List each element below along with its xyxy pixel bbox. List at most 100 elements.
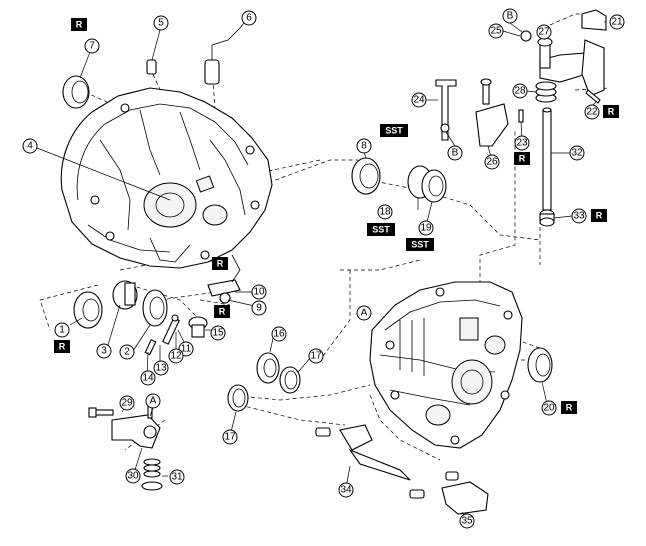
callout-31: 31 <box>169 469 185 485</box>
clip-9-10 <box>207 254 241 304</box>
callout-23: 23 <box>514 135 530 151</box>
svg-text:24: 24 <box>413 95 425 106</box>
svg-text:R: R <box>596 211 603 221</box>
seal-33 <box>539 209 555 227</box>
o-ring-17-a <box>279 366 301 394</box>
svg-text:16: 16 <box>273 329 285 340</box>
bracket-35 <box>409 471 489 515</box>
marker-b-mid: B <box>447 145 463 161</box>
spring-31 <box>141 458 163 491</box>
svg-text:R: R <box>519 154 526 164</box>
svg-text:4: 4 <box>27 141 33 152</box>
callout-3: 3 <box>96 343 112 359</box>
bearing-3 <box>112 280 138 310</box>
callout-33: 33 <box>571 208 587 224</box>
badge-sst-19: SST <box>406 238 434 251</box>
sensor-6 <box>204 27 241 85</box>
svg-text:19: 19 <box>420 223 432 234</box>
callout-7: 7 <box>84 38 100 54</box>
callout-4: 4 <box>22 138 38 154</box>
badge-r-1: R <box>54 340 70 353</box>
svg-text:2: 2 <box>124 347 130 358</box>
lever-30 <box>111 405 161 449</box>
svg-text:9: 9 <box>256 303 262 314</box>
marker-a-lever: A <box>145 393 161 409</box>
svg-text:A: A <box>150 396 157 407</box>
callout-34: 34 <box>338 482 354 498</box>
callout-24: 24 <box>411 92 427 108</box>
svg-text:21: 21 <box>611 17 623 28</box>
svg-text:29: 29 <box>121 398 133 409</box>
spring-28 <box>535 81 557 103</box>
svg-text:35: 35 <box>461 516 473 527</box>
callout-28: 28 <box>512 83 528 99</box>
callout-26: 26 <box>484 154 500 170</box>
shaft-parts-11-14 <box>144 314 180 356</box>
svg-text:R: R <box>217 259 224 269</box>
svg-text:SST: SST <box>385 126 403 136</box>
svg-text:25: 25 <box>490 26 502 37</box>
callout-10: 10 <box>251 284 267 300</box>
callout-12: 12 <box>168 348 184 364</box>
transaxle-case <box>369 281 523 449</box>
svg-text:6: 6 <box>246 13 252 24</box>
svg-text:SST: SST <box>411 240 429 250</box>
svg-text:7: 7 <box>89 41 95 52</box>
oil-seal-1 <box>73 291 103 329</box>
shift-lever-27 <box>537 37 605 97</box>
svg-text:27: 27 <box>538 27 550 38</box>
svg-text:B: B <box>507 11 514 22</box>
svg-text:22: 22 <box>586 107 598 118</box>
badge-r-20: R <box>561 401 577 414</box>
callout-14: 14 <box>140 370 156 386</box>
callout-30: 30 <box>125 468 141 484</box>
svg-text:R: R <box>219 307 226 317</box>
bolt-29 <box>88 407 114 418</box>
svg-text:12: 12 <box>170 351 182 362</box>
oil-seal-19 <box>421 169 447 203</box>
svg-text:34: 34 <box>340 485 352 496</box>
bolt-23 <box>518 109 524 123</box>
pin-22 <box>585 89 601 104</box>
svg-text:11: 11 <box>181 344 192 355</box>
svg-text:17: 17 <box>310 351 322 362</box>
callout-15: 15 <box>210 325 226 341</box>
svg-text:13: 13 <box>155 363 167 374</box>
svg-text:32: 32 <box>571 148 583 159</box>
callout-18: 18 <box>377 204 393 220</box>
nut-25 <box>520 30 532 42</box>
cover-21 <box>581 9 607 31</box>
callout-9: 9 <box>251 300 267 316</box>
svg-text:33: 33 <box>573 211 585 222</box>
o-ring-17-b <box>227 384 249 412</box>
svg-text:A: A <box>361 308 368 319</box>
badge-r-9: R <box>212 257 228 270</box>
bracket-26 <box>475 78 509 147</box>
svg-text:23: 23 <box>516 138 528 149</box>
marker-a-case: A <box>356 305 372 321</box>
oil-seal-8 <box>351 157 381 195</box>
svg-text:28: 28 <box>514 86 526 97</box>
svg-text:SST: SST <box>372 225 390 235</box>
svg-text:17: 17 <box>224 432 236 443</box>
callout-22: 22 <box>584 104 600 120</box>
callout-19: 19 <box>418 220 434 236</box>
callout-2: 2 <box>119 344 135 360</box>
callout-21: 21 <box>609 14 625 30</box>
badge-r-23: R <box>514 152 530 165</box>
callout-35: 35 <box>459 513 475 529</box>
oil-seal-16 <box>256 352 280 384</box>
svg-text:18: 18 <box>379 207 391 218</box>
badge-r-22: R <box>603 105 619 118</box>
callout-16: 16 <box>271 326 287 342</box>
callout-5: 5 <box>153 15 169 31</box>
badge-r-7: R <box>71 18 87 31</box>
rod-24 <box>435 79 457 141</box>
shaft-32 <box>542 107 552 211</box>
plug-15 <box>188 316 208 338</box>
bracket-34 <box>315 424 411 481</box>
badge-r-15: R <box>214 305 230 318</box>
callout-25: 25 <box>488 23 504 39</box>
badge-sst-8: SST <box>380 124 408 137</box>
